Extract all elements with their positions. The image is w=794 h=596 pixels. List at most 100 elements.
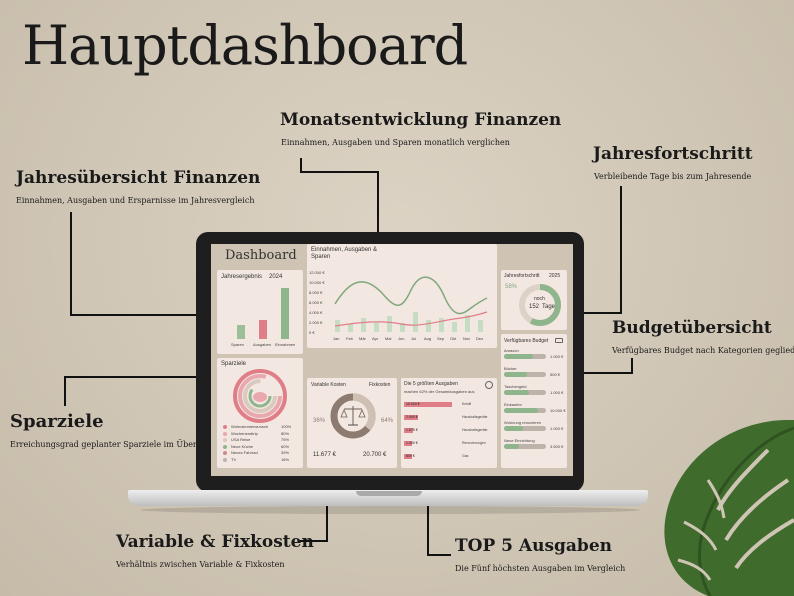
top5-bar xyxy=(404,428,414,433)
callout-top5-heading: TOP 5 Ausgaben xyxy=(455,536,612,556)
top5-name: Kredit xyxy=(462,402,472,406)
jahresfortschritt-year: 2025 xyxy=(549,273,561,279)
connector-line xyxy=(427,554,451,556)
budget-bar-fill xyxy=(504,390,530,395)
jahresfortschritt-percent: 58% xyxy=(505,284,518,290)
monthly-line-chart xyxy=(334,276,488,332)
fix-label: Fixkosten xyxy=(369,382,391,388)
connector-line xyxy=(427,470,429,556)
callout-jahresuebersicht-heading: Jahresübersicht Finanzen xyxy=(16,168,261,188)
laptop-shadow xyxy=(140,506,640,514)
jahresergebnis-year: 2024 xyxy=(269,274,283,280)
callout-budget-heading: Budgetübersicht xyxy=(612,318,772,338)
variable-value: 11.677 € xyxy=(313,452,336,458)
top5-list: 10.000 € Kredit 2.500 €Haushaltsgeräte 1.57… xyxy=(404,400,494,465)
variable-label: Variable Kosten xyxy=(311,382,346,388)
sparziele-donut xyxy=(233,369,287,423)
kosten-panel: Variable Kosten Fixkosten 36% 64% 11.677… xyxy=(307,378,397,468)
dashboard-title: Dashboard xyxy=(225,248,297,263)
budget-item-name: Wohnung renovieren xyxy=(504,420,542,425)
y-tick: 4.000 € xyxy=(309,310,323,315)
callout-variable-sub: Verhältnis zwischen Variable & Fixkosten xyxy=(116,560,285,569)
laptop-screen: Dashboard Jahresergebnis 2024 Sparen Aus… xyxy=(211,244,573,476)
jahresergebnis-title: Jahresergebnis xyxy=(221,274,263,280)
budget-item-name: Amazon xyxy=(504,348,519,353)
connector-line xyxy=(620,186,622,314)
progress-ring xyxy=(519,284,561,326)
bar-label-sparen: Sparen xyxy=(231,342,244,347)
bar-einnahmen xyxy=(281,288,289,339)
top5-item: 2.500 €Haushaltsgeräte xyxy=(404,413,494,426)
page-title: Hauptdashboard xyxy=(22,14,468,77)
bar-label-einnahmen: Einnahmen xyxy=(275,342,296,347)
kosten-donut xyxy=(330,393,376,439)
sparziel-name: Wochenendtrip xyxy=(231,430,258,436)
budget-item-name: Neue Einrichtung xyxy=(504,438,535,443)
top5-subtitle: machen 62% der Gesamtausgaben aus xyxy=(404,389,475,394)
top5-value: 800 € xyxy=(406,454,415,458)
jahresergebnis-panel: Jahresergebnis 2024 Sparen Ausgaben Einn… xyxy=(217,270,303,354)
sparziel-name: Neue Küche xyxy=(231,443,254,449)
callout-monat-sub: Einnahmen, Ausgaben und Sparen monatlich… xyxy=(281,138,510,147)
connector-line xyxy=(64,376,260,378)
top5-name: Haushaltsgeräte xyxy=(462,428,488,432)
sparziel-dot xyxy=(223,457,227,462)
budget-item-value: 500 € xyxy=(550,372,561,377)
x-tick: Sep xyxy=(437,336,445,341)
y-tick: 0 € xyxy=(309,330,315,335)
y-tick: 6.000 € xyxy=(309,300,323,305)
budget-item-name: Einkaufen xyxy=(504,402,522,407)
x-tick: Aug xyxy=(424,336,432,341)
budget-item: Bücher 500 € xyxy=(504,366,566,384)
top5-value: 10.000 € xyxy=(406,402,420,406)
budget-bar-fill xyxy=(504,372,528,377)
leaf-icon xyxy=(485,381,493,389)
top5-bar xyxy=(404,402,452,407)
budget-item-name: Taschengeld xyxy=(504,384,527,389)
connector-line xyxy=(631,358,633,374)
top5-value: 1.575 € xyxy=(406,428,418,432)
callout-sparziele-sub: Erreichungsgrad geplanter Sparziele im Ü… xyxy=(10,440,217,449)
budget-item-name: Bücher xyxy=(504,366,517,371)
sparziel-name: Wohnzimmerwunsch xyxy=(231,424,269,429)
sparziel-pct: 39% xyxy=(281,450,290,455)
bar-ausgaben xyxy=(259,320,267,339)
callout-top5-sub: Die Fünf höchsten Ausgaben im Vergleich xyxy=(455,564,626,573)
budget-item: Neue Einrichtung 3.500 € xyxy=(504,438,566,456)
connector-line xyxy=(300,158,302,172)
top5-name: Haushaltsgeräte xyxy=(462,415,488,419)
x-tick: Feb xyxy=(346,336,353,341)
budget-item-value: 1.000 € xyxy=(550,354,564,359)
callout-jahresuebersicht-sub: Einnahmen, Ausgaben und Ersparnisse im J… xyxy=(16,196,255,205)
top5-item: 800 € Gas xyxy=(404,452,494,465)
bar-label-ausgaben: Ausgaben xyxy=(253,342,272,347)
top5-name: Gas xyxy=(462,454,469,458)
connector-line xyxy=(70,314,240,316)
y-tick: 12.000 € xyxy=(309,270,325,275)
sparziel-dot xyxy=(223,431,227,436)
connector-line xyxy=(64,376,66,406)
top5-name: Renovierungen xyxy=(462,441,486,445)
budget-bar-fill xyxy=(504,444,519,449)
fix-value: 20.700 € xyxy=(363,452,387,458)
x-tick: Apr xyxy=(372,336,379,341)
top5-bar xyxy=(404,454,412,459)
jahresfortschritt-panel: Jahresfortschritt 2025 58% noch 152 Tage xyxy=(501,270,567,330)
budget-bar-fill xyxy=(504,408,538,413)
jahresfortschritt-title: Jahresfortschritt xyxy=(504,273,540,279)
days-remaining: 152 xyxy=(529,304,540,310)
x-tick: Mär xyxy=(359,336,366,341)
callout-variable-heading: Variable & Fixkosten xyxy=(116,532,314,552)
x-tick: Nov xyxy=(463,336,471,341)
x-tick: Dez xyxy=(476,336,484,341)
budget-item-value: 3.500 € xyxy=(550,444,564,449)
x-tick: Jun xyxy=(398,336,405,341)
sparziel-pct: 80% xyxy=(281,430,290,436)
sparziel-dot xyxy=(223,444,227,449)
budget-bar-track xyxy=(504,390,546,395)
